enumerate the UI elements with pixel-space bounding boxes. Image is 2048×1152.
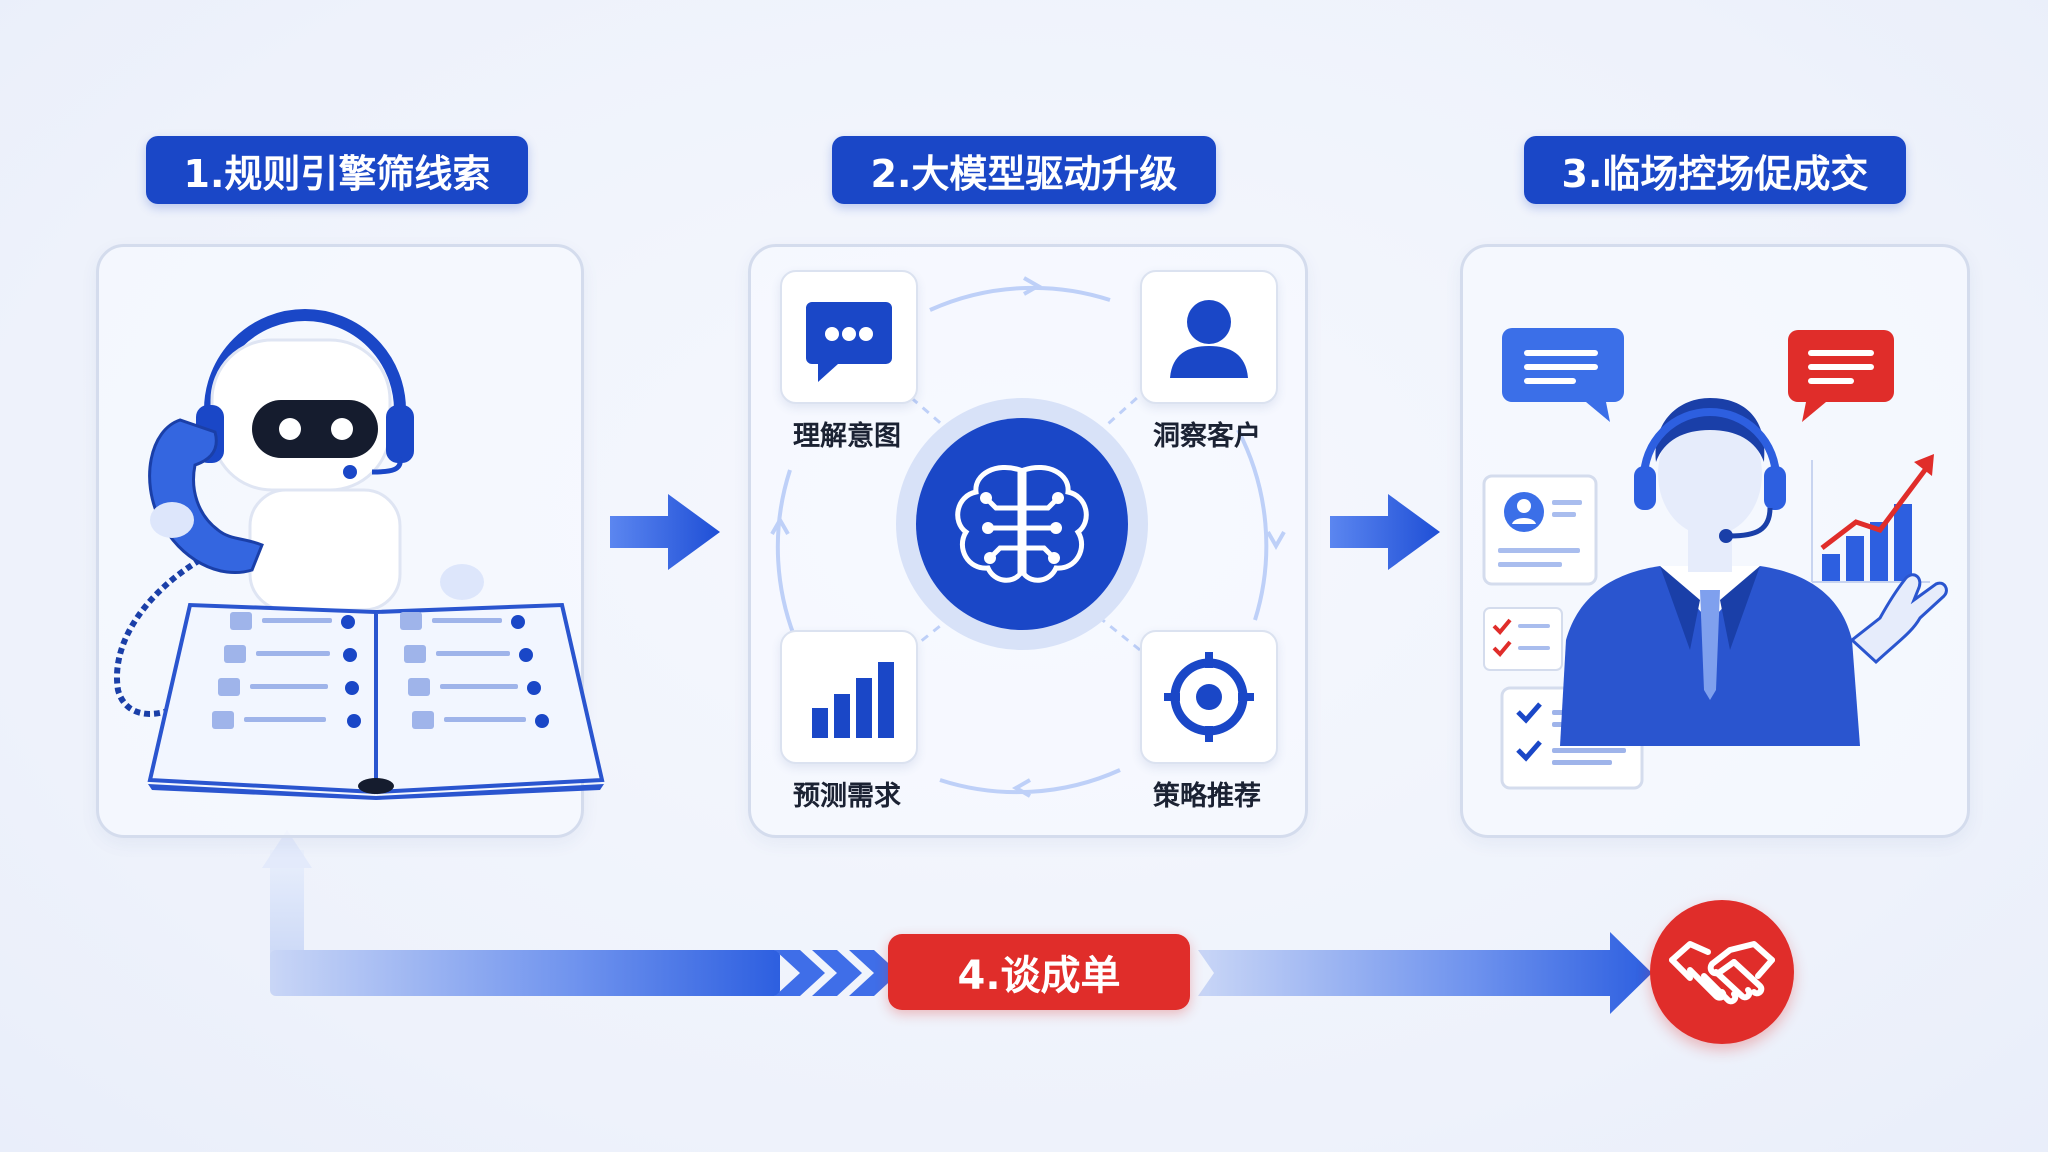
- panel-live-closing: [1460, 244, 1970, 838]
- return-flow-arrowhead: [262, 830, 312, 868]
- node-customer-insight: [1140, 270, 1278, 404]
- user-icon: [1170, 300, 1248, 378]
- node-label-understand-intent: 理解意图: [793, 421, 901, 452]
- flow-to-deal-arrow: [1198, 932, 1652, 1014]
- node-understand-intent: [780, 270, 918, 404]
- step-4-label: 4.谈成单: [888, 934, 1190, 1010]
- step-3-label: 3.临场控场促成交: [1524, 136, 1906, 204]
- node-label-customer-insight: 洞察客户: [1153, 421, 1261, 452]
- bar-chart-icon: [812, 662, 894, 738]
- arrow-step1-to-step2: [610, 494, 720, 570]
- node-strategy-recommend: [1140, 630, 1278, 764]
- node-label-predict-demand: 预测需求: [793, 781, 901, 812]
- chat-bubble-icon: [806, 302, 892, 382]
- handshake-icon: [1669, 941, 1775, 1005]
- node-predict-demand: [780, 630, 918, 764]
- panel-rule-engine: [96, 244, 584, 838]
- node-label-strategy-recommend: 策略推荐: [1153, 781, 1261, 812]
- chevrons: [775, 950, 899, 996]
- arrow-step2-to-step3: [1330, 494, 1440, 570]
- return-flow-bar: [270, 950, 780, 996]
- brain-circuit-icon: [955, 464, 1089, 583]
- handshake-badge: [1650, 900, 1794, 1044]
- brain-inner: [916, 418, 1128, 630]
- step-1-label: 1.规则引擎筛线索: [146, 136, 528, 204]
- target-icon: [1164, 652, 1254, 742]
- step-2-label: 2.大模型驱动升级: [832, 136, 1216, 204]
